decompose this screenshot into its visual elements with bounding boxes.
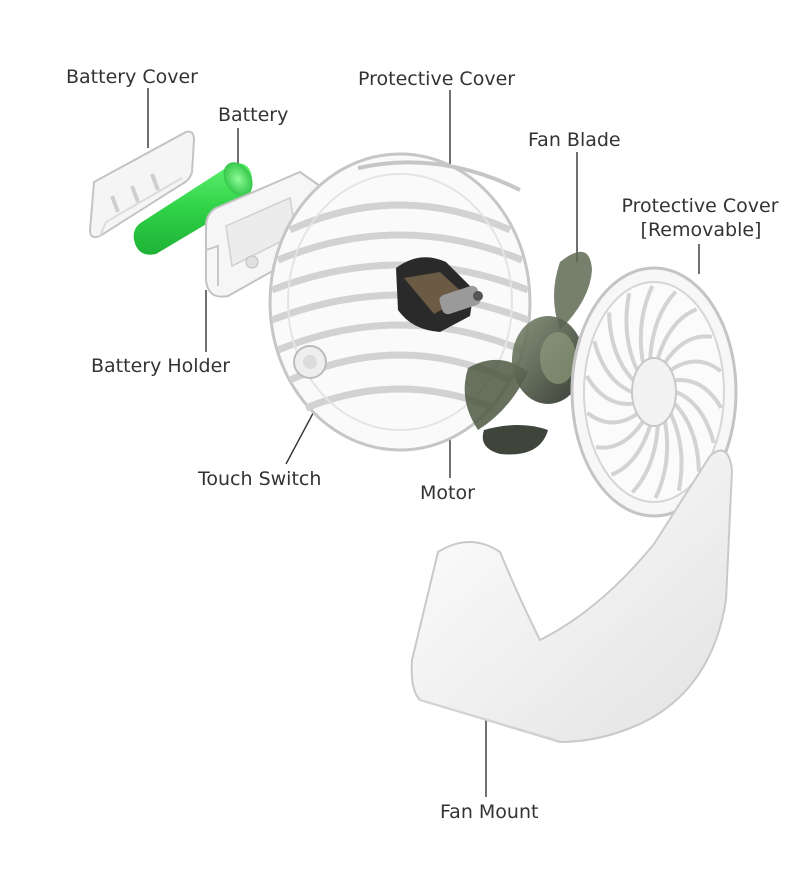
- cover-spoke: [669, 413, 684, 492]
- battery-part: [133, 162, 253, 255]
- label-touch-switch: Touch Switch: [198, 468, 322, 490]
- cover-spoke: [586, 411, 639, 425]
- cover-spoke: [607, 312, 635, 382]
- battery-cover-part: [88, 130, 196, 239]
- cover-spoke: [595, 420, 645, 450]
- battery-holder-part: [205, 170, 322, 298]
- front-protective-cover-part: [570, 266, 738, 518]
- cover-spoke: [674, 378, 723, 409]
- cover-spoke: [663, 334, 713, 364]
- label-fan-blade: Fan Blade: [528, 129, 621, 151]
- motor-part: [396, 257, 483, 332]
- cover-spoke: [675, 390, 716, 444]
- label-protective-cover-removable-line1: Protective Cover: [621, 195, 779, 217]
- cover-spoke: [655, 307, 698, 360]
- fan-mount-part: [410, 449, 734, 744]
- cover-spoke: [669, 359, 722, 373]
- label-fan-mount: Fan Mount: [440, 801, 539, 823]
- cover-spoke: [610, 424, 653, 477]
- label-battery-holder: Battery Holder: [91, 355, 231, 377]
- cover-spoke: [592, 340, 633, 394]
- cover-spoke: [624, 292, 639, 371]
- cover-spoke: [630, 425, 660, 494]
- cover-spoke: [648, 290, 678, 359]
- label-battery-cover: Battery Cover: [66, 66, 198, 88]
- cover-spoke: [638, 285, 655, 363]
- cover-spoke: [585, 375, 634, 406]
- cover-spoke: [673, 402, 701, 472]
- label-protective-cover-removable-line2: [Removable]: [640, 219, 762, 241]
- label-battery: Battery: [218, 104, 289, 126]
- label-motor: Motor: [420, 482, 475, 504]
- fan-blade-part: [464, 251, 592, 455]
- label-protective-cover: Protective Cover: [358, 68, 516, 90]
- cover-spoke: [653, 421, 670, 499]
